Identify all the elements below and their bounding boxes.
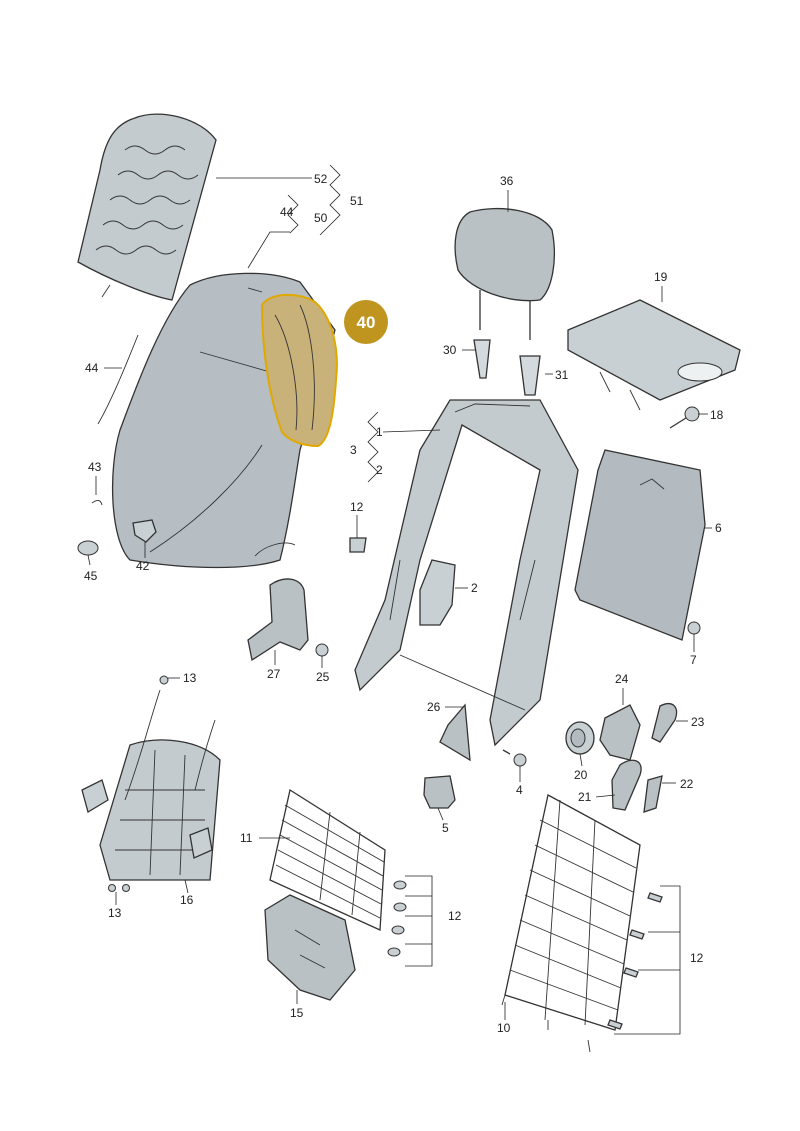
callout-22: 22: [680, 777, 694, 791]
callout-30: 30: [443, 343, 457, 357]
leader-lines: [87, 164, 712, 1035]
part-12-clip-top[interactable]: [349, 537, 367, 553]
part-11-spring-mat[interactable]: [269, 788, 386, 931]
callout-1: 1: [376, 425, 383, 439]
part-12-clips-middle[interactable]: [387, 880, 407, 957]
part-13-clip-top[interactable]: [159, 675, 169, 685]
callout-16: 16: [180, 893, 194, 907]
part-31-guide[interactable]: [519, 355, 541, 396]
callout-21: 21: [578, 790, 592, 804]
callout-6: 6: [715, 521, 722, 535]
callout-11: 11: [240, 831, 253, 845]
part-27-side-cover[interactable]: [247, 578, 309, 662]
callout-26: 26: [427, 700, 441, 714]
part-40-foam-highlight[interactable]: [260, 293, 338, 448]
callout-badge-40[interactable]: 40: [344, 300, 388, 344]
callout-10: 10: [497, 1021, 511, 1035]
part-23-lever[interactable]: [651, 703, 678, 743]
part-22-trim[interactable]: [643, 775, 663, 813]
part-6-back-panel[interactable]: [574, 449, 706, 641]
callout-7: 7: [690, 653, 697, 667]
part-20-knob[interactable]: [565, 721, 595, 755]
callout-27: 27: [267, 667, 281, 681]
part-52-heater-mat[interactable]: [77, 113, 217, 301]
part-18-screw[interactable]: [669, 406, 700, 429]
callout-44-left: 44: [85, 361, 99, 375]
callout-24: 24: [615, 672, 629, 686]
part-24-mechanism[interactable]: [599, 704, 641, 761]
callout-12-right: 12: [690, 951, 704, 965]
part-44-wire[interactable]: [97, 334, 139, 425]
part-1-backrest-frame[interactable]: [354, 399, 579, 747]
callout-labels: 52 51 44 50 36 19 30 31 18 44 1 3 2 43 6…: [84, 172, 724, 1035]
part-36-headrest[interactable]: [454, 207, 555, 340]
callout-5: 5: [442, 821, 449, 835]
callout-19: 19: [654, 270, 668, 284]
part-13-clips-bottom[interactable]: [108, 884, 130, 892]
callout-51: 51: [350, 194, 364, 208]
part-19-cover-plate[interactable]: [567, 299, 741, 411]
callout-18: 18: [710, 408, 724, 422]
part-12-clips-right[interactable]: [607, 892, 663, 1030]
callout-50: 50: [314, 211, 328, 225]
callout-31: 31: [555, 368, 569, 382]
part-45-plug[interactable]: [77, 540, 99, 556]
part-5-bracket[interactable]: [423, 775, 456, 809]
callout-4: 4: [516, 783, 523, 797]
callout-20: 20: [574, 768, 588, 782]
part-30-guide[interactable]: [473, 339, 491, 379]
part-26-cover[interactable]: [439, 703, 471, 762]
part-2-bracket[interactable]: [419, 559, 456, 626]
callout-43: 43: [88, 460, 102, 474]
callout-23: 23: [691, 715, 705, 729]
callout-15: 15: [290, 1006, 304, 1020]
callout-42: 42: [136, 559, 150, 573]
callout-52: 52: [314, 172, 328, 186]
part-25-screw[interactable]: [315, 643, 329, 657]
part-7-nut[interactable]: [687, 621, 701, 635]
part-43-clip[interactable]: [91, 500, 103, 506]
callout-44: 44: [280, 205, 294, 219]
part-21-lever[interactable]: [611, 759, 642, 811]
callout-2-bracket: 2: [471, 581, 478, 595]
callout-13-bottom: 13: [108, 906, 122, 920]
part-10-spring-mat-large[interactable]: [501, 794, 641, 1053]
part-15-plate[interactable]: [264, 894, 356, 1001]
part-16-lumbar-assembly[interactable]: [81, 689, 221, 881]
callout-2-frame: 2: [376, 463, 383, 477]
callout-25: 25: [316, 670, 330, 684]
badge-label: 40: [357, 313, 376, 332]
callout-13-top: 13: [183, 671, 197, 685]
callout-45: 45: [84, 569, 98, 583]
callout-36: 36: [500, 174, 514, 188]
callout-12-middle: 12: [448, 909, 462, 923]
part-4-screw[interactable]: [502, 749, 527, 767]
callout-3: 3: [350, 443, 357, 457]
part-42-clip[interactable]: [132, 519, 157, 543]
callout-12-top: 12: [350, 500, 364, 514]
